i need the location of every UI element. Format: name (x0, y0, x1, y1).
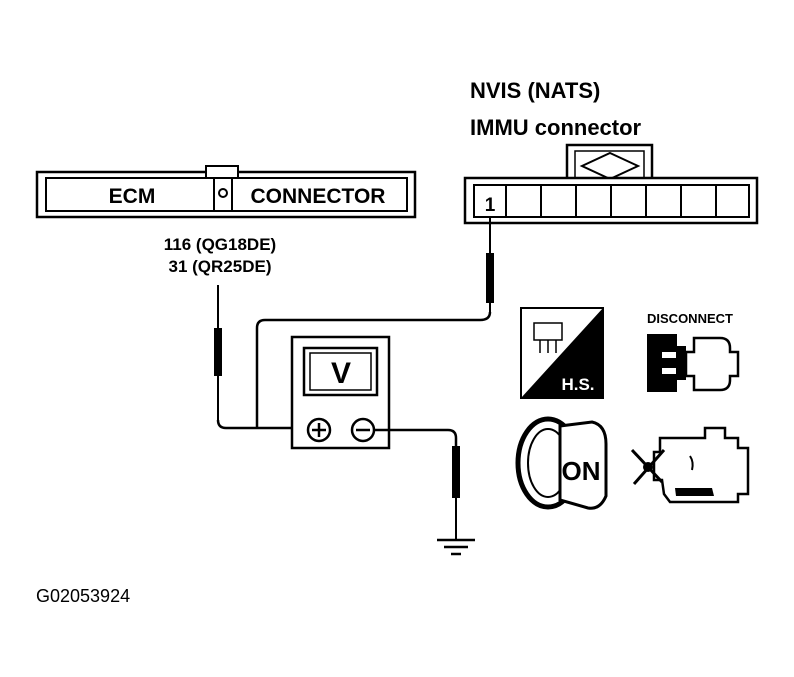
probe-ecm (214, 285, 304, 430)
immu-pin-1: 1 (485, 195, 496, 216)
ignition-on-icon: ON (515, 416, 608, 510)
voltmeter-display: V (331, 357, 351, 390)
ecm-pin-qr25de: 31 (QR25DE) (169, 257, 272, 276)
immu-connector: 1 (463, 143, 759, 225)
ground-icon (437, 538, 475, 556)
voltmeter: V (290, 335, 391, 450)
harness-side-icon: H.S. (520, 307, 604, 399)
disconnect-icon (647, 334, 740, 392)
connector-label: CONNECTOR (251, 185, 386, 208)
engine-off-icon (630, 426, 750, 504)
ecm-connector: ECM CONNECTOR (35, 165, 417, 219)
immu-title-connector: IMMU connector (470, 115, 642, 140)
immu-title-nvis: NVIS (NATS) (470, 78, 600, 103)
disconnect-label: DISCONNECT (647, 311, 733, 326)
ecm-pin-qg18de: 116 (QG18DE) (164, 235, 276, 254)
probe-ground (374, 428, 460, 540)
ignition-on-label: ON (562, 456, 601, 486)
probe-immu (255, 217, 494, 427)
figure-id: G02053924 (36, 586, 130, 606)
ecm-label: ECM (109, 185, 156, 208)
harness-side-label: H.S. (561, 375, 594, 394)
